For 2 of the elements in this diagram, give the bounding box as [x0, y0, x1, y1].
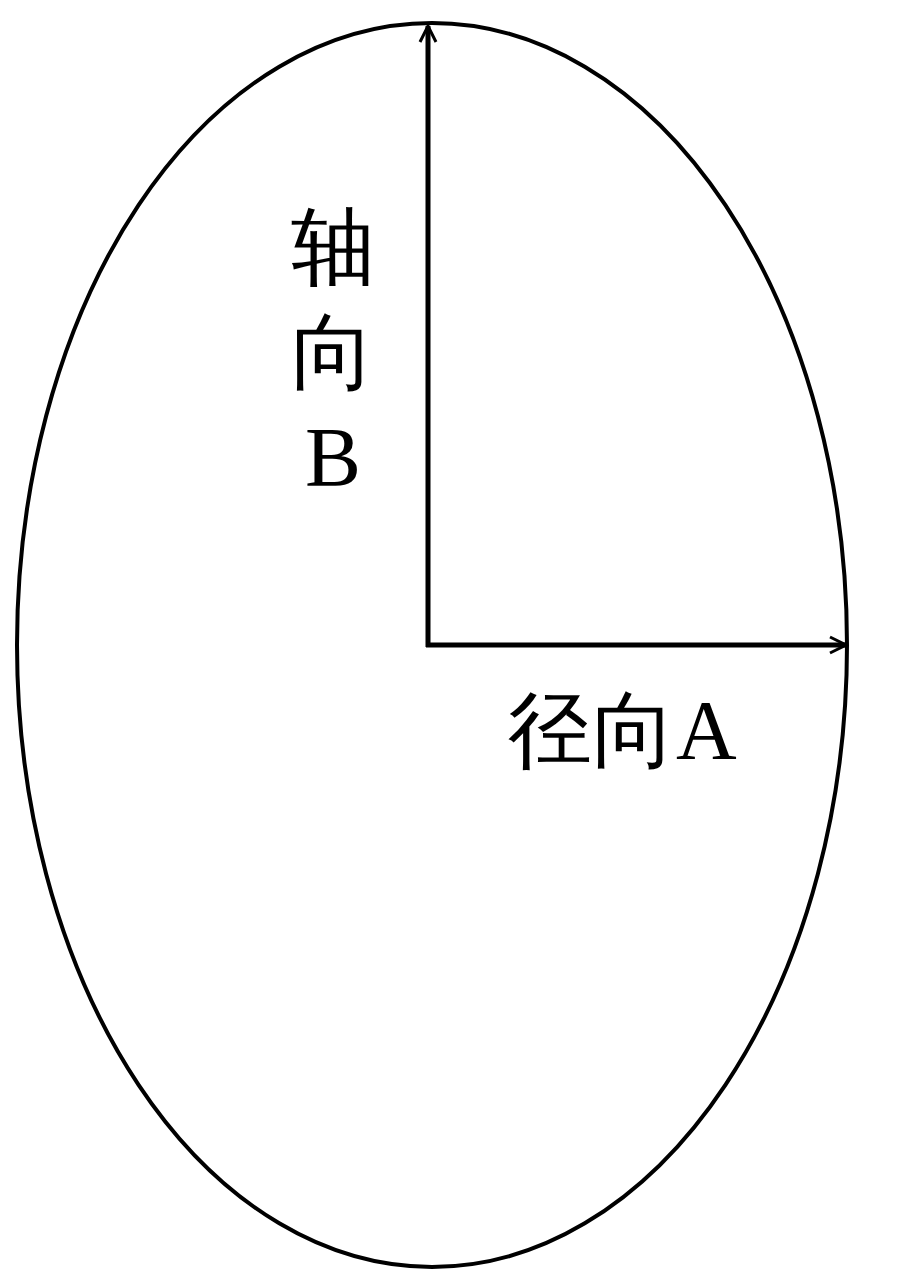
axis-label: 轴向B — [290, 200, 376, 506]
axis-label: 径向A — [508, 683, 737, 779]
